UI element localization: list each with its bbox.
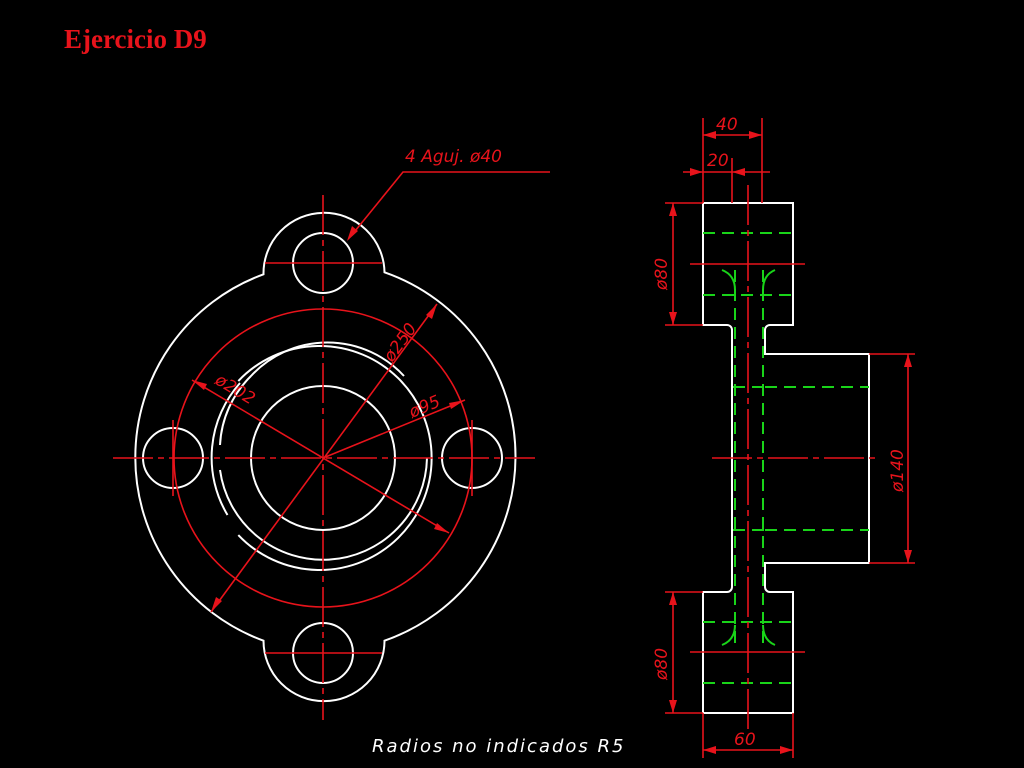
dim-60-label: 60	[734, 730, 756, 750]
holes-leader	[350, 171, 550, 237]
dim-140-arrow-b	[904, 550, 912, 563]
dim-80-top-label: ø80	[652, 258, 672, 291]
holes-label: 4 Aguj. ø40	[405, 147, 502, 167]
dim-80-bottom-label: ø80	[652, 648, 672, 681]
page-title: Ejercicio D9	[64, 24, 207, 54]
dim-20-label: 20	[707, 151, 729, 171]
dim-140-arrow-a	[904, 354, 912, 367]
flange-outline	[134, 211, 517, 703]
holes-leader-arrow	[347, 226, 358, 241]
dim-95-arrow	[449, 400, 465, 409]
dim-20-arrow-b	[732, 168, 745, 176]
dim-60-arrow-b	[780, 746, 793, 754]
dim-line-202	[191, 379, 450, 534]
hidden-bottom-fillets	[721, 624, 776, 646]
dim-40-arrow-a	[703, 131, 716, 139]
dim-40-label: 40	[716, 115, 738, 135]
dim-40-arrow-b	[749, 131, 762, 139]
dim-202-arrow-a	[192, 380, 207, 390]
dim-202-arrow-b	[434, 523, 449, 533]
dim-250-arrow-a	[426, 304, 437, 319]
dim-250-arrow-b	[211, 597, 222, 612]
dim-20-arrow-a	[690, 168, 703, 176]
dim-line-95	[322, 399, 466, 459]
radius-note: Radios no indicados R5	[372, 736, 625, 757]
front-view: 4 Aguj. ø40 ø250 ø202 ø95	[113, 147, 550, 720]
dim-80b-arrow-a	[669, 592, 677, 605]
side-outline	[702, 202, 870, 714]
dim-80t-arrow-b	[669, 312, 677, 325]
side-view: 40 20 ø80 ø140 ø80 60	[652, 115, 915, 758]
dim-80t-arrow-a	[669, 203, 677, 216]
dim-80b-arrow-b	[669, 700, 677, 713]
middle-arc	[219, 341, 428, 561]
dim-60-arrow-a	[703, 746, 716, 754]
hidden-top-fillets	[721, 269, 776, 291]
dim-140-label: ø140	[888, 449, 908, 493]
